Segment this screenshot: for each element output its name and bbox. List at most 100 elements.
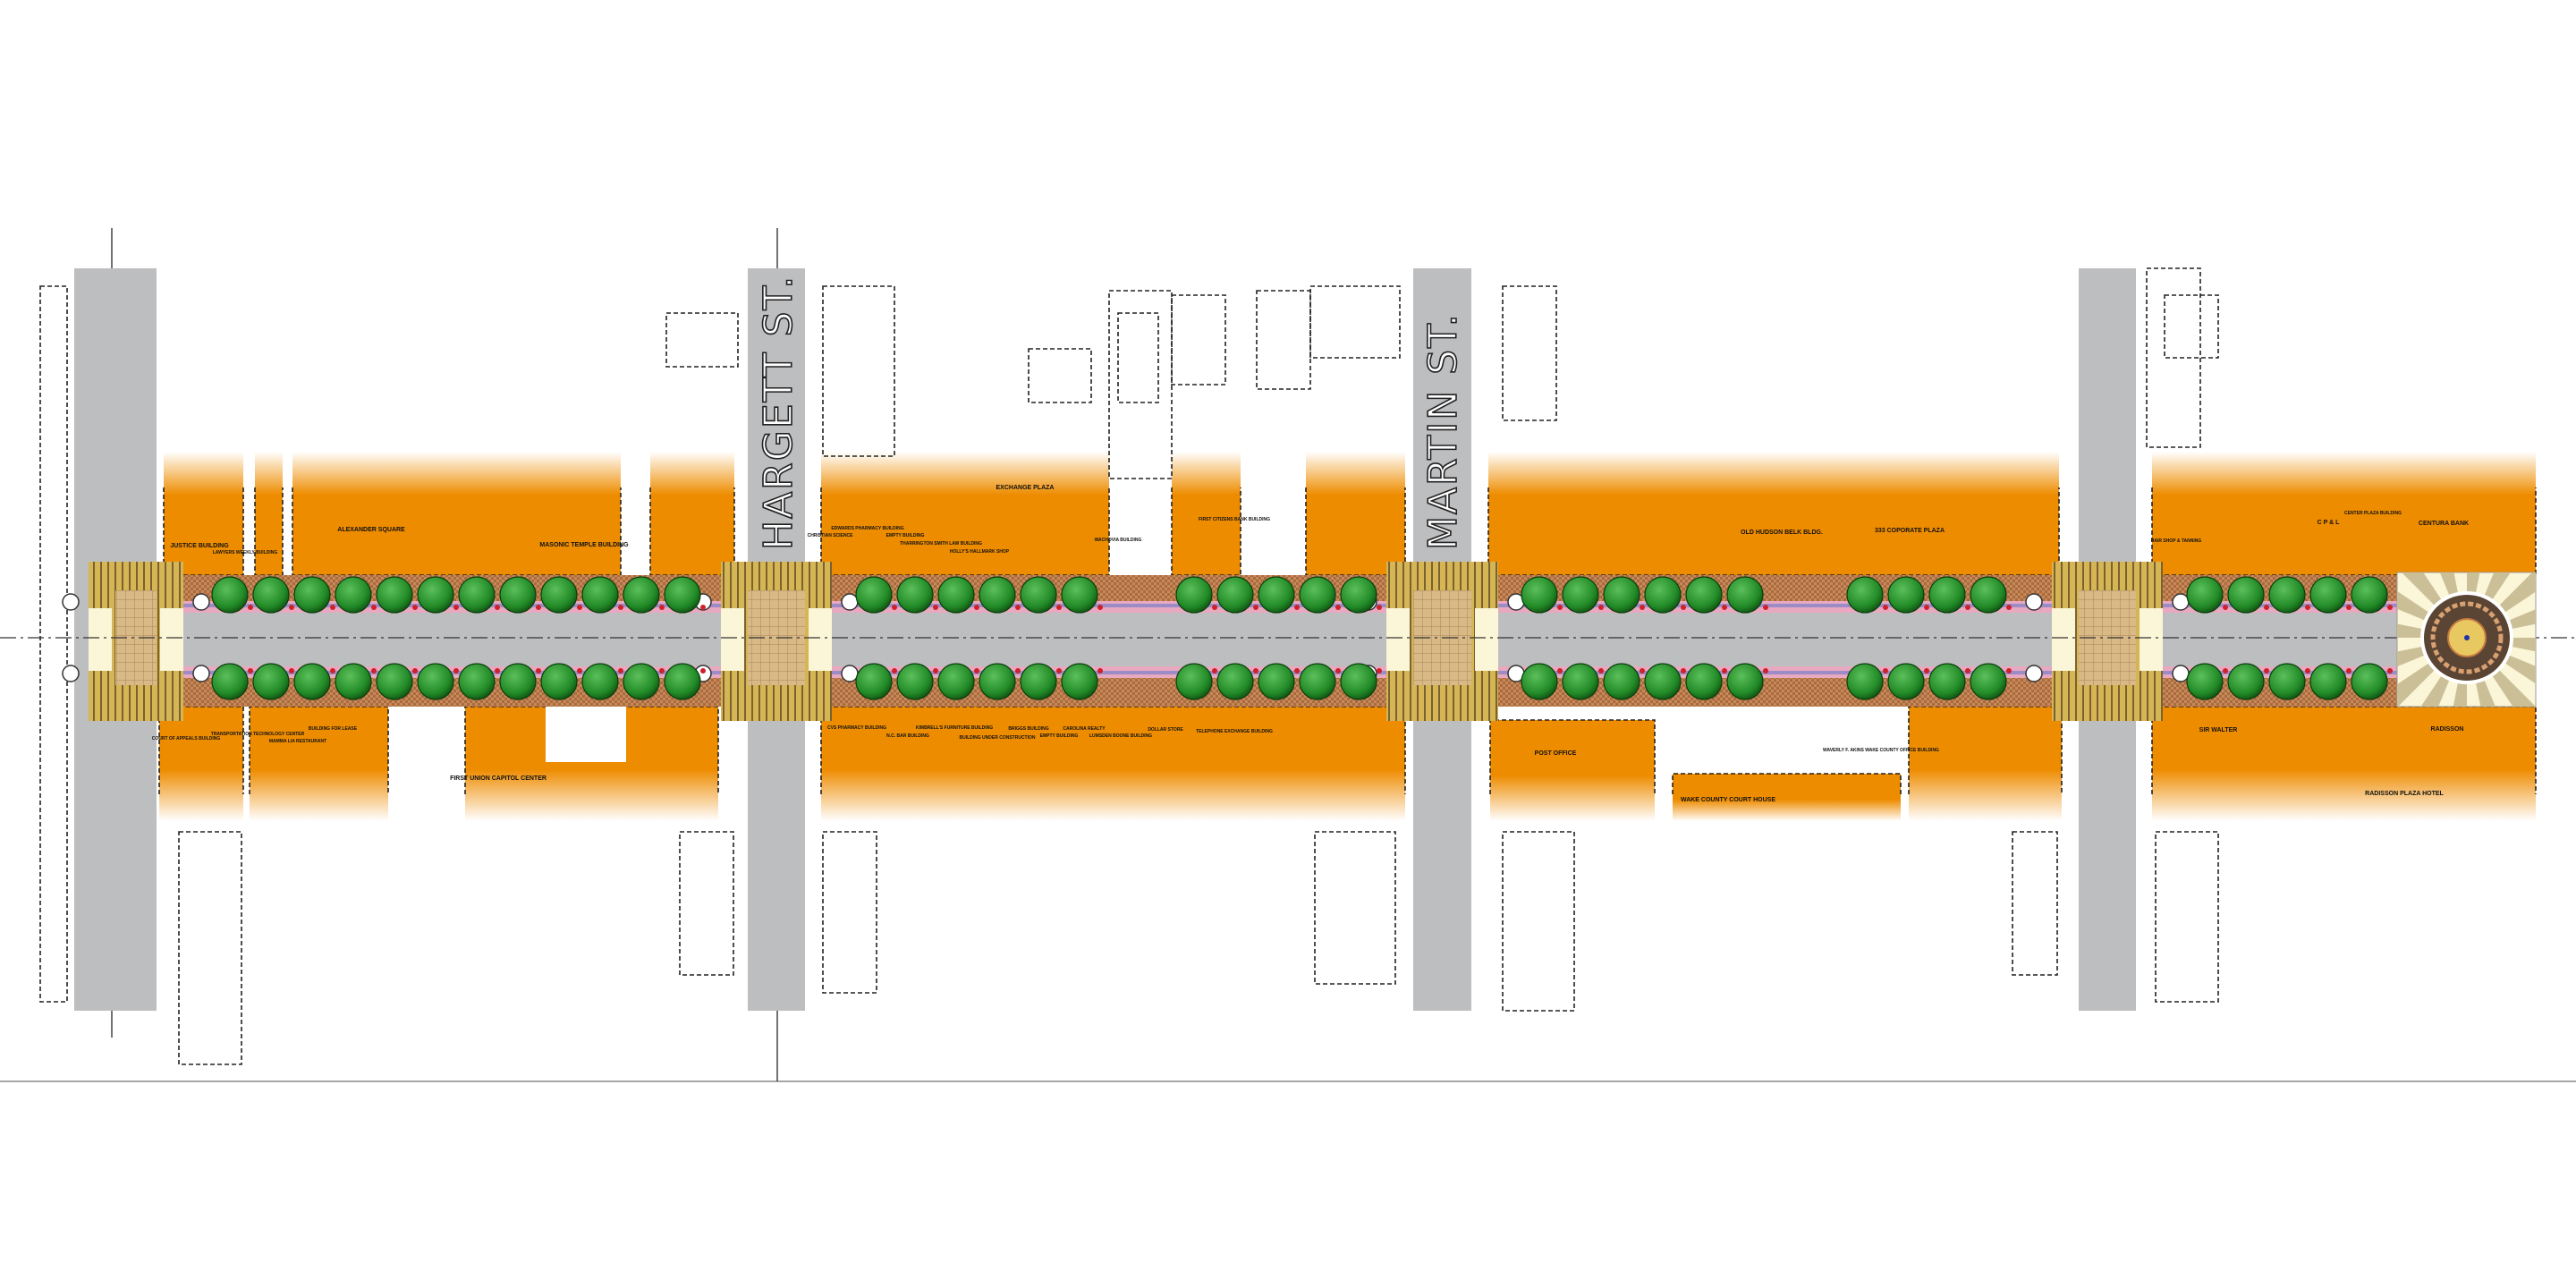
tree-icon bbox=[1846, 576, 1884, 614]
bollard-icon bbox=[933, 668, 938, 674]
label-hair: HAIR SHOP & TANNING bbox=[2151, 538, 2202, 544]
tree-icon bbox=[293, 576, 331, 614]
bollard-icon bbox=[248, 605, 253, 610]
tree-icon bbox=[417, 576, 454, 614]
bollard-icon bbox=[2305, 668, 2310, 674]
bollard-icon bbox=[1097, 668, 1103, 674]
bollard-icon bbox=[2387, 668, 2393, 674]
tree-icon bbox=[1216, 576, 1254, 614]
building-outline bbox=[249, 706, 389, 794]
bollard-icon bbox=[1883, 605, 1888, 610]
tree-icon bbox=[458, 576, 496, 614]
bollard-icon bbox=[1681, 605, 1686, 610]
bollard-icon bbox=[248, 668, 253, 674]
tree-icon bbox=[2268, 663, 2306, 700]
light-pole-icon bbox=[2025, 665, 2043, 682]
bollard-icon bbox=[1377, 668, 1382, 674]
tree-icon bbox=[1644, 576, 1682, 614]
label-first-union: FIRST UNION CAPITOL CENTER bbox=[450, 775, 547, 782]
tree-icon bbox=[623, 663, 660, 700]
tree-icon bbox=[1258, 663, 1295, 700]
tree-icon bbox=[1299, 576, 1336, 614]
building-outline bbox=[822, 285, 895, 457]
bollard-icon bbox=[1015, 668, 1021, 674]
bollard-icon bbox=[1763, 668, 1768, 674]
crosswalk bbox=[809, 608, 832, 671]
bollard-icon bbox=[933, 605, 938, 610]
bollard-icon bbox=[974, 605, 979, 610]
bollard-icon bbox=[536, 668, 541, 674]
tree-icon bbox=[1603, 663, 1640, 700]
tree-icon bbox=[1726, 663, 1764, 700]
building-outline bbox=[1502, 285, 1557, 421]
bollard-icon bbox=[1056, 668, 1062, 674]
bollard-icon bbox=[1924, 605, 1929, 610]
light-pole-icon bbox=[841, 665, 859, 682]
bollard-icon bbox=[1294, 668, 1300, 674]
bollard-icon bbox=[659, 605, 665, 610]
building-block bbox=[821, 452, 1109, 575]
bollard-icon bbox=[1212, 605, 1217, 610]
bollard-icon bbox=[1212, 668, 1217, 674]
label-justice: JUSTICE BUILDING bbox=[170, 543, 229, 549]
bollard-icon bbox=[2387, 605, 2393, 610]
tree-icon bbox=[896, 576, 934, 614]
north-building-labels: JUSTICE BUILDING LAWYERS WEEKLY BUILDING… bbox=[170, 485, 2469, 555]
building-outline bbox=[1256, 290, 1311, 390]
label-kimbrell: KIMBRELL'S FURNITURE BUILDING bbox=[916, 725, 993, 731]
tree-icon bbox=[1020, 576, 1057, 614]
tree-icon bbox=[211, 663, 249, 700]
bollard-icon bbox=[1883, 668, 1888, 674]
bollard-icon bbox=[1640, 668, 1645, 674]
label-hollys: HOLLY'S HALLMARK SHOP bbox=[950, 549, 1010, 555]
label-akins: WAVERLY F. AKINS WAKE COUNTY OFFICE BUIL… bbox=[1823, 748, 1939, 753]
bollard-icon bbox=[2346, 605, 2351, 610]
bollard-icon bbox=[1640, 605, 1645, 610]
building-outline bbox=[1309, 285, 1401, 359]
label-construction: BUILDING UNDER CONSTRUCTION bbox=[960, 735, 1036, 741]
tree-icon bbox=[623, 576, 660, 614]
label-transportation: TRANSPORTATION TECHNOLOGY CENTER bbox=[211, 732, 305, 737]
bollard-icon bbox=[1335, 668, 1341, 674]
bollard-icon bbox=[371, 605, 377, 610]
tree-icon bbox=[1061, 663, 1098, 700]
tree-icon bbox=[1644, 663, 1682, 700]
tree-icon bbox=[2309, 663, 2347, 700]
crosswalk bbox=[89, 608, 112, 671]
crosswalk bbox=[721, 608, 744, 671]
bollard-icon bbox=[700, 668, 706, 674]
label-wachovia: WACHOVIA BUILDING bbox=[1095, 538, 1142, 543]
label-hudson: OLD HUDSON BELK BLDG. bbox=[1741, 530, 1823, 536]
building-outline bbox=[1108, 290, 1173, 479]
bollard-icon bbox=[1965, 668, 1970, 674]
tree-icon bbox=[937, 576, 975, 614]
bollard-icon bbox=[2305, 605, 2310, 610]
building-outline bbox=[39, 285, 68, 1003]
bollard-icon bbox=[577, 668, 582, 674]
tree-icon bbox=[1887, 576, 1925, 614]
building-outline bbox=[665, 312, 739, 368]
bollard-icon bbox=[289, 668, 294, 674]
tree-icon bbox=[581, 576, 619, 614]
bollard-icon bbox=[1015, 605, 1021, 610]
label-cpl: C P & L bbox=[2318, 520, 2340, 526]
buildings-layer bbox=[158, 452, 2537, 821]
light-pole-icon bbox=[2172, 665, 2190, 682]
tree-icon bbox=[664, 576, 701, 614]
tree-icon bbox=[855, 663, 893, 700]
label-masonic: MASONIC TEMPLE BUILDING bbox=[539, 542, 629, 548]
building-outline bbox=[2164, 294, 2219, 359]
tree-icon bbox=[540, 576, 578, 614]
label-dollar: DOLLAR STORE bbox=[1148, 727, 1183, 733]
tree-icon bbox=[1603, 576, 1640, 614]
bollard-icon bbox=[2264, 605, 2269, 610]
bollard-icon bbox=[1598, 668, 1604, 674]
street-name-hargett: HARGETT ST. bbox=[756, 275, 801, 550]
crosswalk bbox=[1475, 608, 1498, 671]
tree-icon bbox=[540, 663, 578, 700]
bollard-icon bbox=[618, 605, 623, 610]
light-pole-icon bbox=[2172, 593, 2190, 611]
bollard-icon bbox=[2006, 668, 2012, 674]
light-pole-icon bbox=[62, 593, 80, 611]
tree-icon bbox=[855, 576, 893, 614]
